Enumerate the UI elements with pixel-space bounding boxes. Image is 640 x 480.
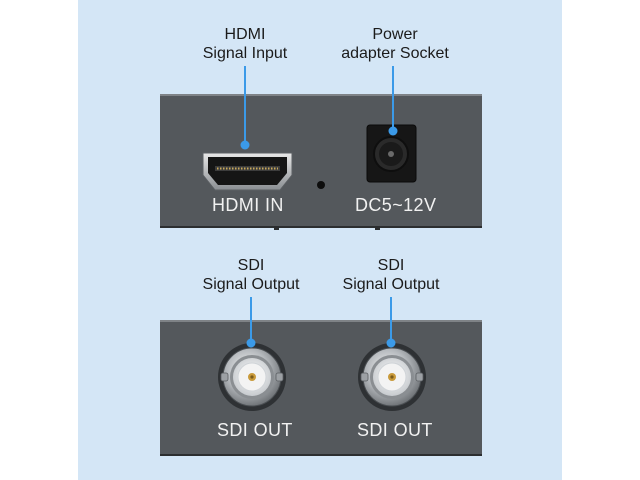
sdi-left-callout-line2: Signal Output	[202, 276, 300, 293]
panel-foot	[375, 226, 380, 230]
hdmi-in-label: HDMI IN	[212, 195, 284, 215]
power-callout-line2: adapter Socket	[341, 45, 449, 62]
hdmi-input-callout-line1: HDMI	[224, 26, 266, 43]
hdmi-input-callout: HDMI Signal Input	[200, 25, 290, 63]
led-indicator-icon	[317, 181, 325, 189]
white-margin-right	[562, 0, 640, 480]
power-callout-line1: Power	[372, 26, 418, 43]
sdi-right-callout-line2: Signal Output	[342, 276, 440, 293]
sdi-left-callout-line1: SDI	[237, 257, 265, 274]
bottom-device-panel	[160, 320, 482, 456]
hdmi-input-callout-line2: Signal Input	[202, 45, 288, 62]
power-callout: Power adapter Socket	[335, 25, 455, 63]
white-margin-left	[0, 0, 78, 480]
panel-foot	[274, 226, 279, 230]
sdi-left-callout: SDI Signal Output	[195, 256, 307, 294]
sdi-right-callout-line1: SDI	[377, 257, 405, 274]
hdmi-port-icon	[202, 152, 293, 191]
hdmi-callout-dot	[240, 140, 250, 150]
sdi-right-label: SDI OUT	[357, 420, 433, 440]
dc-power-jack-icon	[366, 124, 417, 183]
sdi-right-callout: SDI Signal Output	[335, 256, 447, 294]
bnc-connector-icon	[218, 343, 286, 411]
bnc-connector-icon	[358, 343, 426, 411]
power-callout-dot	[388, 126, 398, 136]
dc-label: DC5~12V	[355, 195, 437, 215]
sdi-left-label: SDI OUT	[217, 420, 293, 440]
